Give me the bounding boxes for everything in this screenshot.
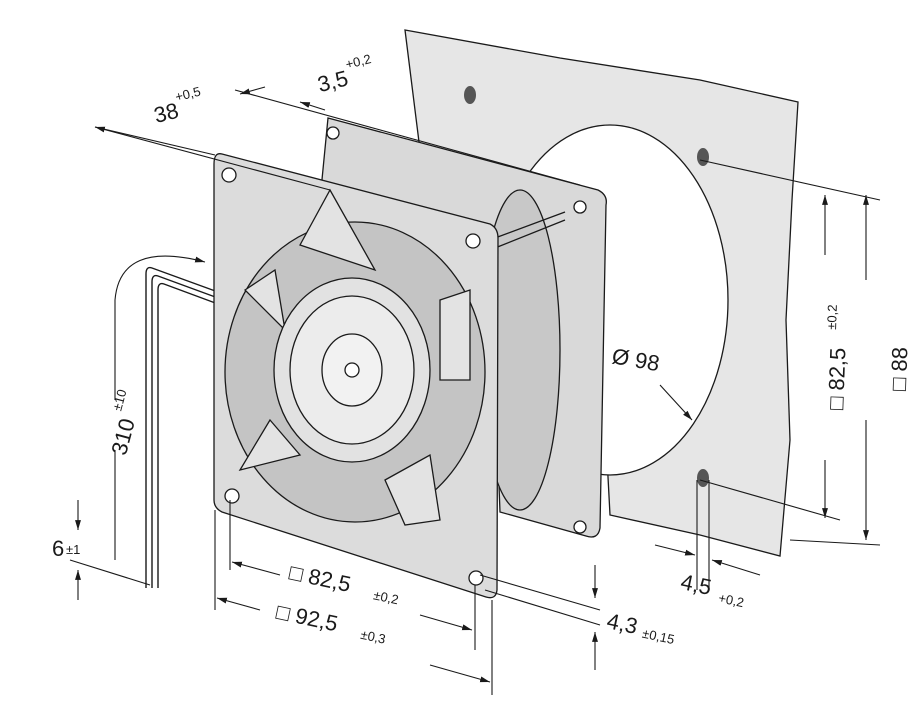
- panel-hole: [697, 148, 709, 166]
- dimension-lines: [69, 86, 881, 695]
- flange-tolerance: +0,2: [344, 51, 373, 72]
- panel-hole-spacing-tolerance: ±0,2: [824, 304, 840, 330]
- hole-dia-tolerance: ±0,15: [641, 626, 676, 647]
- mounting-hole: [221, 167, 237, 183]
- frame-size-tolerance: ±0,3: [359, 627, 387, 647]
- panel-hole-label: 4,5: [679, 569, 714, 600]
- hole-spacing-tolerance: ±0,2: [372, 587, 400, 607]
- panel-hole: [697, 469, 709, 487]
- hole-dia-label: 4,3: [605, 608, 640, 639]
- cable: [145, 266, 219, 588]
- mounting-hole: [468, 570, 484, 586]
- mounting-hole: [465, 233, 481, 249]
- hole-spacing-label: □ 82,5: [287, 560, 353, 597]
- mounting-hole: [224, 488, 240, 504]
- panel-hole: [464, 86, 476, 104]
- flange-label: 3,5: [315, 65, 351, 97]
- wire-strip-label: 6: [52, 536, 64, 561]
- panel-hole-spacing-label: □ 82,5: [823, 347, 850, 410]
- fan-front-frame: [213, 153, 499, 599]
- cable-length-tolerance: ±10: [109, 388, 129, 413]
- frame-size-label: □ 92,5: [274, 599, 340, 636]
- fan-blades: [238, 188, 471, 526]
- depth-label: 38: [151, 98, 181, 128]
- cable-length-label: 310: [106, 416, 140, 458]
- panel-hole-tolerance: +0,2: [717, 590, 745, 610]
- wire-strip-tolerance: ±1: [66, 542, 80, 557]
- depth-tolerance: +0,5: [174, 84, 203, 105]
- panel-size-label: □ 88: [886, 347, 913, 392]
